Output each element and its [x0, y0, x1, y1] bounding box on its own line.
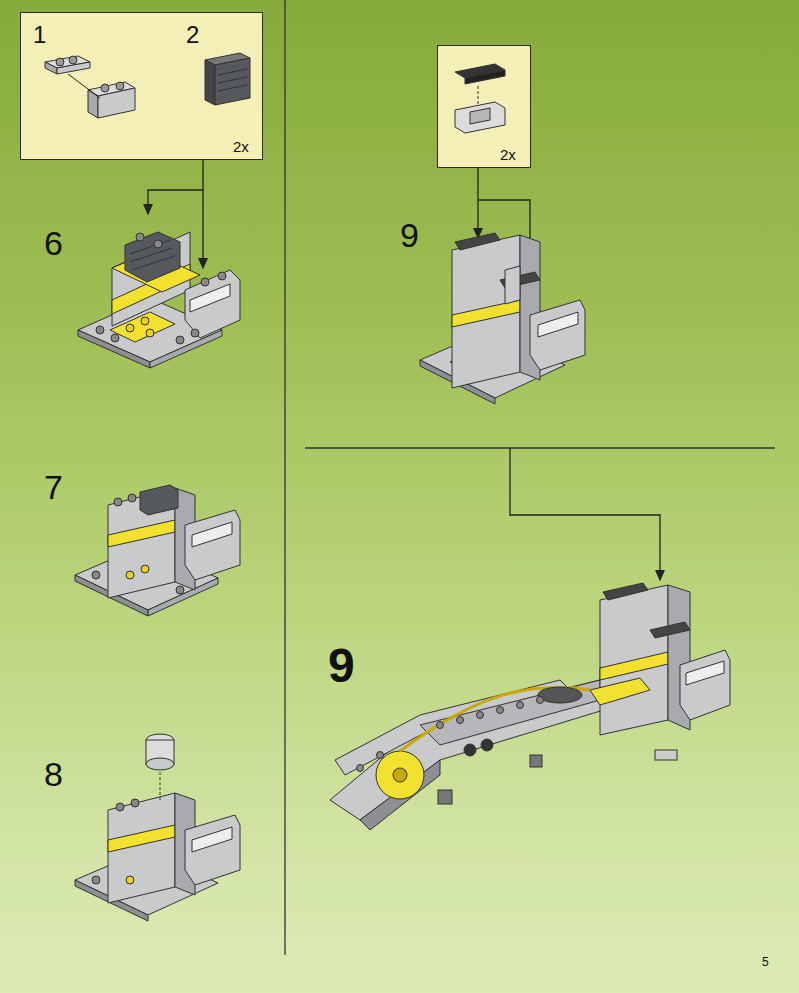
step-number: 8 [44, 757, 63, 791]
parts-callout-box: 2x [437, 45, 531, 168]
parts-callout-box: 1 2 2x [20, 12, 263, 160]
step-9-model [420, 233, 585, 404]
page-number: 5 [762, 956, 769, 968]
step-7-model [75, 485, 240, 616]
step-number: 9 [400, 218, 419, 252]
callout-text: 1 [33, 23, 46, 47]
step-8-model [75, 734, 240, 921]
step-number: 7 [44, 470, 63, 504]
callout-arrows [148, 160, 660, 580]
panel-dividers [285, 0, 775, 955]
callout-text: 2x [500, 147, 516, 162]
callout-text: 2x [233, 139, 249, 154]
callout-text: 2 [186, 23, 199, 47]
step-9-vehicle [330, 583, 730, 830]
step-number: 9 [328, 642, 355, 690]
step-number: 6 [44, 226, 63, 260]
step-6-model [78, 232, 240, 368]
